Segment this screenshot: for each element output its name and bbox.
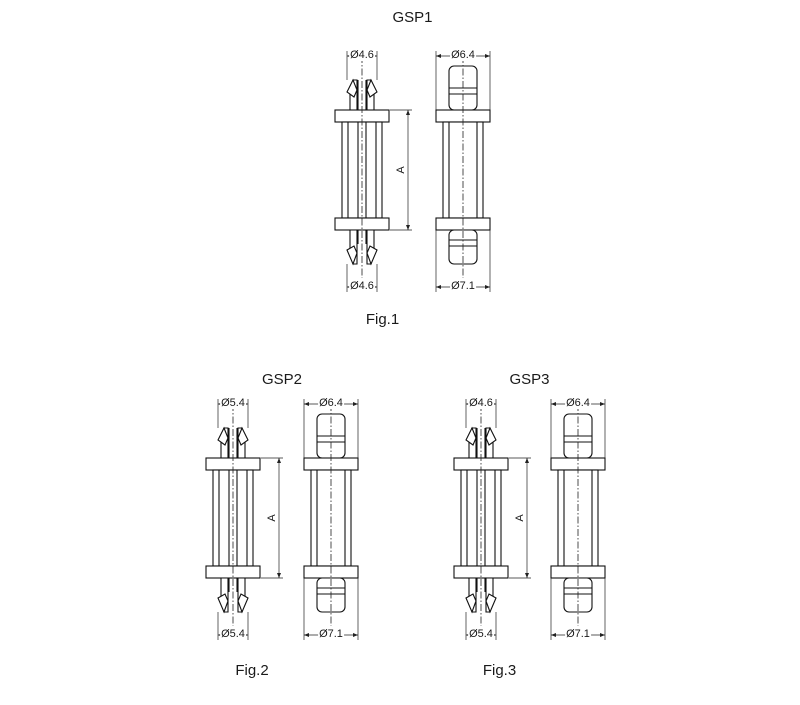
figure-title-2: GSP2 — [261, 371, 303, 388]
fig2-clip-top-barb-right — [237, 426, 249, 446]
fig1-clip-bottom-diameter-label: Ø4.6 — [349, 280, 375, 292]
fig1-clip-bottom-barb-left — [346, 245, 358, 266]
figure-caption-3: Fig.3 — [482, 662, 517, 679]
fig1-side-bottom-diameter-arrow-left — [436, 285, 441, 289]
fig3-clip-top-barb-right — [485, 426, 497, 446]
fig2-clip-height-arrow-top — [277, 458, 281, 463]
figure-title-3: GSP3 — [509, 371, 550, 388]
fig2-clip-top-barb-left — [217, 426, 229, 446]
fig3-clip-bottom-diameter-label: Ø5.4 — [468, 628, 494, 640]
fig2-side-top-diameter-arrow-left — [304, 402, 309, 406]
fig2-side-top-diameter-label: Ø6.4 — [318, 397, 344, 409]
fig3-side-bottom-diameter-label: Ø7.1 — [565, 628, 591, 640]
fig2-clip-bottom-diameter-label: Ø5.4 — [220, 628, 246, 640]
fig2-clip-height-arrow-bottom — [277, 573, 281, 578]
fig3-side-top-diameter-arrow-left — [551, 402, 556, 406]
fig1-clip-top-barb-right — [366, 78, 378, 98]
fig3-clip-top-diameter-label: Ø4.6 — [468, 397, 494, 409]
fig2-clip-bottom-barb-left — [217, 593, 229, 614]
fig3-side-bottom-diameter-arrow-left — [551, 633, 556, 637]
fig3-clip-height-arrow-bottom — [525, 573, 529, 578]
figure-title-1: GSP1 — [392, 9, 433, 26]
fig1-clip-height-arrow-top — [406, 110, 410, 115]
fig1-side-top-diameter-arrow-right — [485, 54, 490, 58]
fig2-side-bottom-diameter-arrow-right — [353, 633, 358, 637]
fig3-side-bottom-diameter-arrow-right — [600, 633, 605, 637]
fig2-clip-height-label: A — [266, 514, 278, 522]
fig2-clip-top-diameter-label: Ø5.4 — [220, 397, 246, 409]
fig3-clip-bottom-barb-right — [485, 593, 497, 614]
fig1-side-top-diameter-arrow-left — [436, 54, 441, 58]
fig3-clip-top-barb-left — [465, 426, 477, 446]
fig1-clip-top-barb-left — [346, 78, 358, 98]
fig3-clip-height-label: A — [514, 514, 526, 522]
fig2-side-bottom-diameter-arrow-left — [304, 633, 309, 637]
fig1-clip-bottom-barb-right — [366, 245, 378, 266]
fig2-clip-bottom-barb-right — [237, 593, 249, 614]
fig3-clip-bottom-barb-left — [465, 593, 477, 614]
figure-caption-2: Fig.2 — [235, 662, 269, 679]
figure-caption-1: Fig.1 — [365, 311, 400, 328]
fig1-clip-height-arrow-bottom — [406, 225, 410, 230]
fig2-side-bottom-diameter-label: Ø7.1 — [318, 628, 344, 640]
fig1-clip-top-diameter-label: Ø4.6 — [349, 49, 375, 61]
fig2-side-top-diameter-arrow-right — [353, 402, 358, 406]
fig1-side-top-diameter-label: Ø6.4 — [450, 49, 476, 61]
fig1-side-bottom-diameter-arrow-right — [485, 285, 490, 289]
fig1-side-bottom-diameter-label: Ø7.1 — [450, 280, 476, 292]
fig3-clip-height-arrow-top — [525, 458, 529, 463]
fig1-clip-height-label: A — [395, 166, 407, 174]
fig3-side-top-diameter-label: Ø6.4 — [565, 397, 591, 409]
fig3-side-top-diameter-arrow-right — [600, 402, 605, 406]
